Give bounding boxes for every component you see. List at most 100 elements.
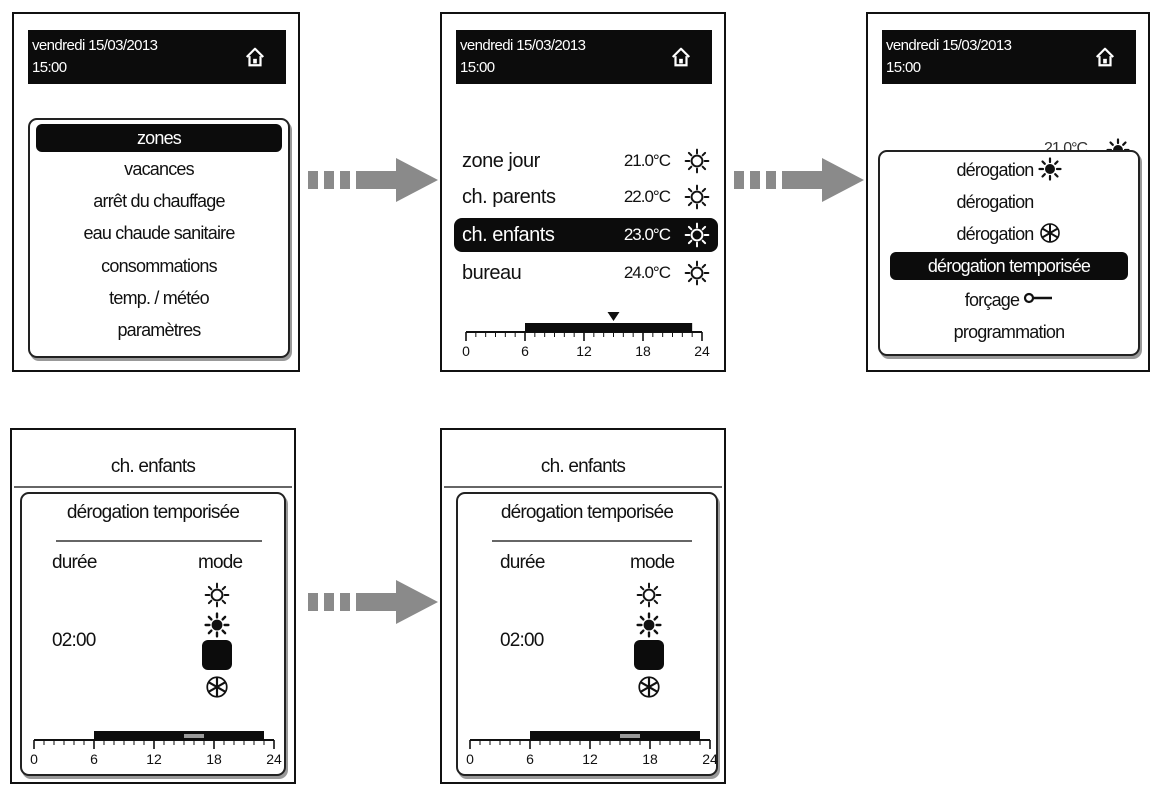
timeline-tick-label: 18 — [635, 343, 651, 359]
header-date: vendredi 15/03/2013 — [460, 37, 586, 54]
mode-header: mode — [630, 552, 675, 573]
menu-item-derogation-temporisee[interactable]: dérogation temporisée — [890, 252, 1128, 280]
schedule-timeline: 0 6 12 18 24 — [462, 312, 710, 359]
sun-icon — [684, 184, 710, 210]
timeline-active-bar — [525, 323, 693, 332]
menu-item-label: dérogation — [956, 192, 1034, 212]
sun-icon[interactable] — [636, 582, 662, 608]
timeline-tick-label: 6 — [521, 343, 529, 359]
title-divider — [14, 486, 292, 488]
schedule-timeline: 0 6 12 18 24 — [466, 731, 718, 767]
status-header: vendredi 15/03/2013 15:00 — [882, 30, 1136, 84]
timeline-tick-label: 24 — [694, 343, 710, 359]
zone-row-ch-enfants[interactable]: ch. enfants 23.0°C — [454, 218, 718, 252]
zone-name: ch. parents — [462, 186, 556, 208]
zone-temp: 23.0°C — [623, 225, 671, 244]
zone-title: ch. enfants — [540, 456, 626, 477]
duration-value[interactable]: 02:00 — [52, 630, 96, 651]
moon-icon — [1038, 189, 1062, 213]
flow-arrow-1 — [308, 158, 438, 202]
header-time: 15:00 — [32, 59, 67, 76]
menu-item-forcage[interactable]: forçage — [890, 284, 1128, 316]
timeline-override-bar — [184, 734, 204, 738]
menu-item-consommations[interactable]: consommations — [101, 256, 217, 276]
bright-sun-icon — [1038, 157, 1062, 181]
timeline-tick-label: 0 — [30, 751, 38, 767]
mode-header: mode — [198, 552, 243, 573]
zone-temp: 24.0°C — [623, 263, 671, 282]
mode-moon-selected[interactable] — [634, 640, 664, 670]
duration-header: durée — [500, 552, 545, 573]
timeline-tick-label: 18 — [642, 751, 658, 767]
zone-row-ch-parents[interactable]: ch. parents 22.0°C — [454, 180, 718, 214]
menu-item-eau-chaude[interactable]: eau chaude sanitaire — [83, 223, 235, 243]
timeline-active-bar — [530, 731, 700, 740]
panel-title: dérogation temporisée — [66, 502, 240, 523]
sun-icon[interactable] — [204, 582, 230, 608]
home-icon[interactable] — [1094, 46, 1116, 68]
menu-item-temp-meteo[interactable]: temp. / météo — [109, 288, 209, 308]
menu-item-zones[interactable]: zones — [36, 124, 282, 152]
derogation-menu: dérogation dérogation dérogation dérogat… — [878, 150, 1140, 356]
header-time: 15:00 — [886, 59, 921, 76]
menu-item-derogation-frost[interactable]: dérogation — [890, 218, 1128, 250]
bright-sun-icon[interactable] — [636, 612, 662, 638]
screen-main-menu: vendredi 15/03/2013 15:00 zones vacances… — [12, 12, 300, 372]
menu-item-label: forçage — [964, 290, 1020, 310]
zone-title: ch. enfants — [110, 456, 196, 477]
moon-icon — [205, 643, 229, 667]
mode-moon-selected[interactable] — [202, 640, 232, 670]
zone-name: zone jour — [462, 150, 540, 172]
zone-row-bureau[interactable]: bureau 24.0°C — [454, 256, 718, 290]
menu-item-parametres[interactable]: paramètres — [117, 320, 201, 340]
header-date: vendredi 15/03/2013 — [886, 37, 1012, 54]
timeline-tick-label: 0 — [462, 343, 470, 359]
key-icon — [1023, 291, 1053, 305]
timeline-override-bar — [620, 734, 640, 738]
timeline-tick-label: 12 — [576, 343, 592, 359]
sun-icon — [684, 260, 710, 286]
timeline-tick-label: 24 — [266, 751, 282, 767]
header-time: 15:00 — [460, 59, 495, 76]
header-date: vendredi 15/03/2013 — [32, 37, 158, 54]
screen-derogation-detail-1: ch. enfants dérogation temporisée durée … — [10, 428, 296, 784]
menu-item-label: dérogation — [956, 224, 1034, 244]
home-icon[interactable] — [244, 46, 266, 68]
timeline-tick-label: 0 — [466, 751, 474, 767]
timeline-active-bar — [94, 731, 264, 740]
screen-derogation-menu: vendredi 15/03/2013 15:00 21.0°C dérogat… — [866, 12, 1150, 372]
screen-zones: vendredi 15/03/2013 15:00 zone jour 21.0… — [440, 12, 726, 372]
duration-value[interactable]: 02:00 — [500, 630, 544, 651]
menu-item-derogation-day[interactable]: dérogation — [890, 154, 1128, 186]
zone-name: ch. enfants — [462, 224, 555, 246]
timeline-tick-label: 12 — [582, 751, 598, 767]
current-time-marker — [607, 312, 620, 321]
main-menu: zones vacances arrêt du chauffage eau ch… — [28, 118, 290, 358]
zone-name: bureau — [462, 262, 522, 284]
title-divider — [444, 486, 722, 488]
zone-temp: 22.0°C — [623, 187, 671, 206]
timeline-tick-label: 6 — [526, 751, 534, 767]
snowflake-icon[interactable] — [636, 674, 662, 700]
snowflake-icon[interactable] — [204, 674, 230, 700]
derogation-panel: dérogation temporisée durée mode 02:00 — [20, 492, 286, 776]
flow-arrow-2 — [734, 158, 864, 202]
status-header: vendredi 15/03/2013 15:00 — [28, 30, 286, 84]
menu-item-vacances[interactable]: vacances — [124, 159, 194, 179]
panel-divider — [56, 540, 262, 542]
bright-sun-icon[interactable] — [204, 612, 230, 638]
menu-item-derogation-night[interactable]: dérogation — [890, 186, 1128, 218]
sun-icon — [684, 222, 710, 248]
panel-divider — [492, 540, 692, 542]
timeline-tick-label: 24 — [702, 751, 718, 767]
home-icon[interactable] — [670, 46, 692, 68]
duration-header: durée — [52, 552, 97, 573]
screen-derogation-detail-2: ch. enfants dérogation temporisée durée … — [440, 428, 726, 784]
zone-row-zone-jour[interactable]: zone jour 21.0°C — [454, 144, 718, 178]
menu-item-programmation[interactable]: programmation — [953, 322, 1065, 342]
timeline-tick-label: 18 — [206, 751, 222, 767]
zone-temp: 21.0°C — [623, 151, 671, 170]
menu-item-label: dérogation — [956, 160, 1034, 180]
menu-item-arret-chauffage[interactable]: arrêt du chauffage — [93, 191, 225, 211]
